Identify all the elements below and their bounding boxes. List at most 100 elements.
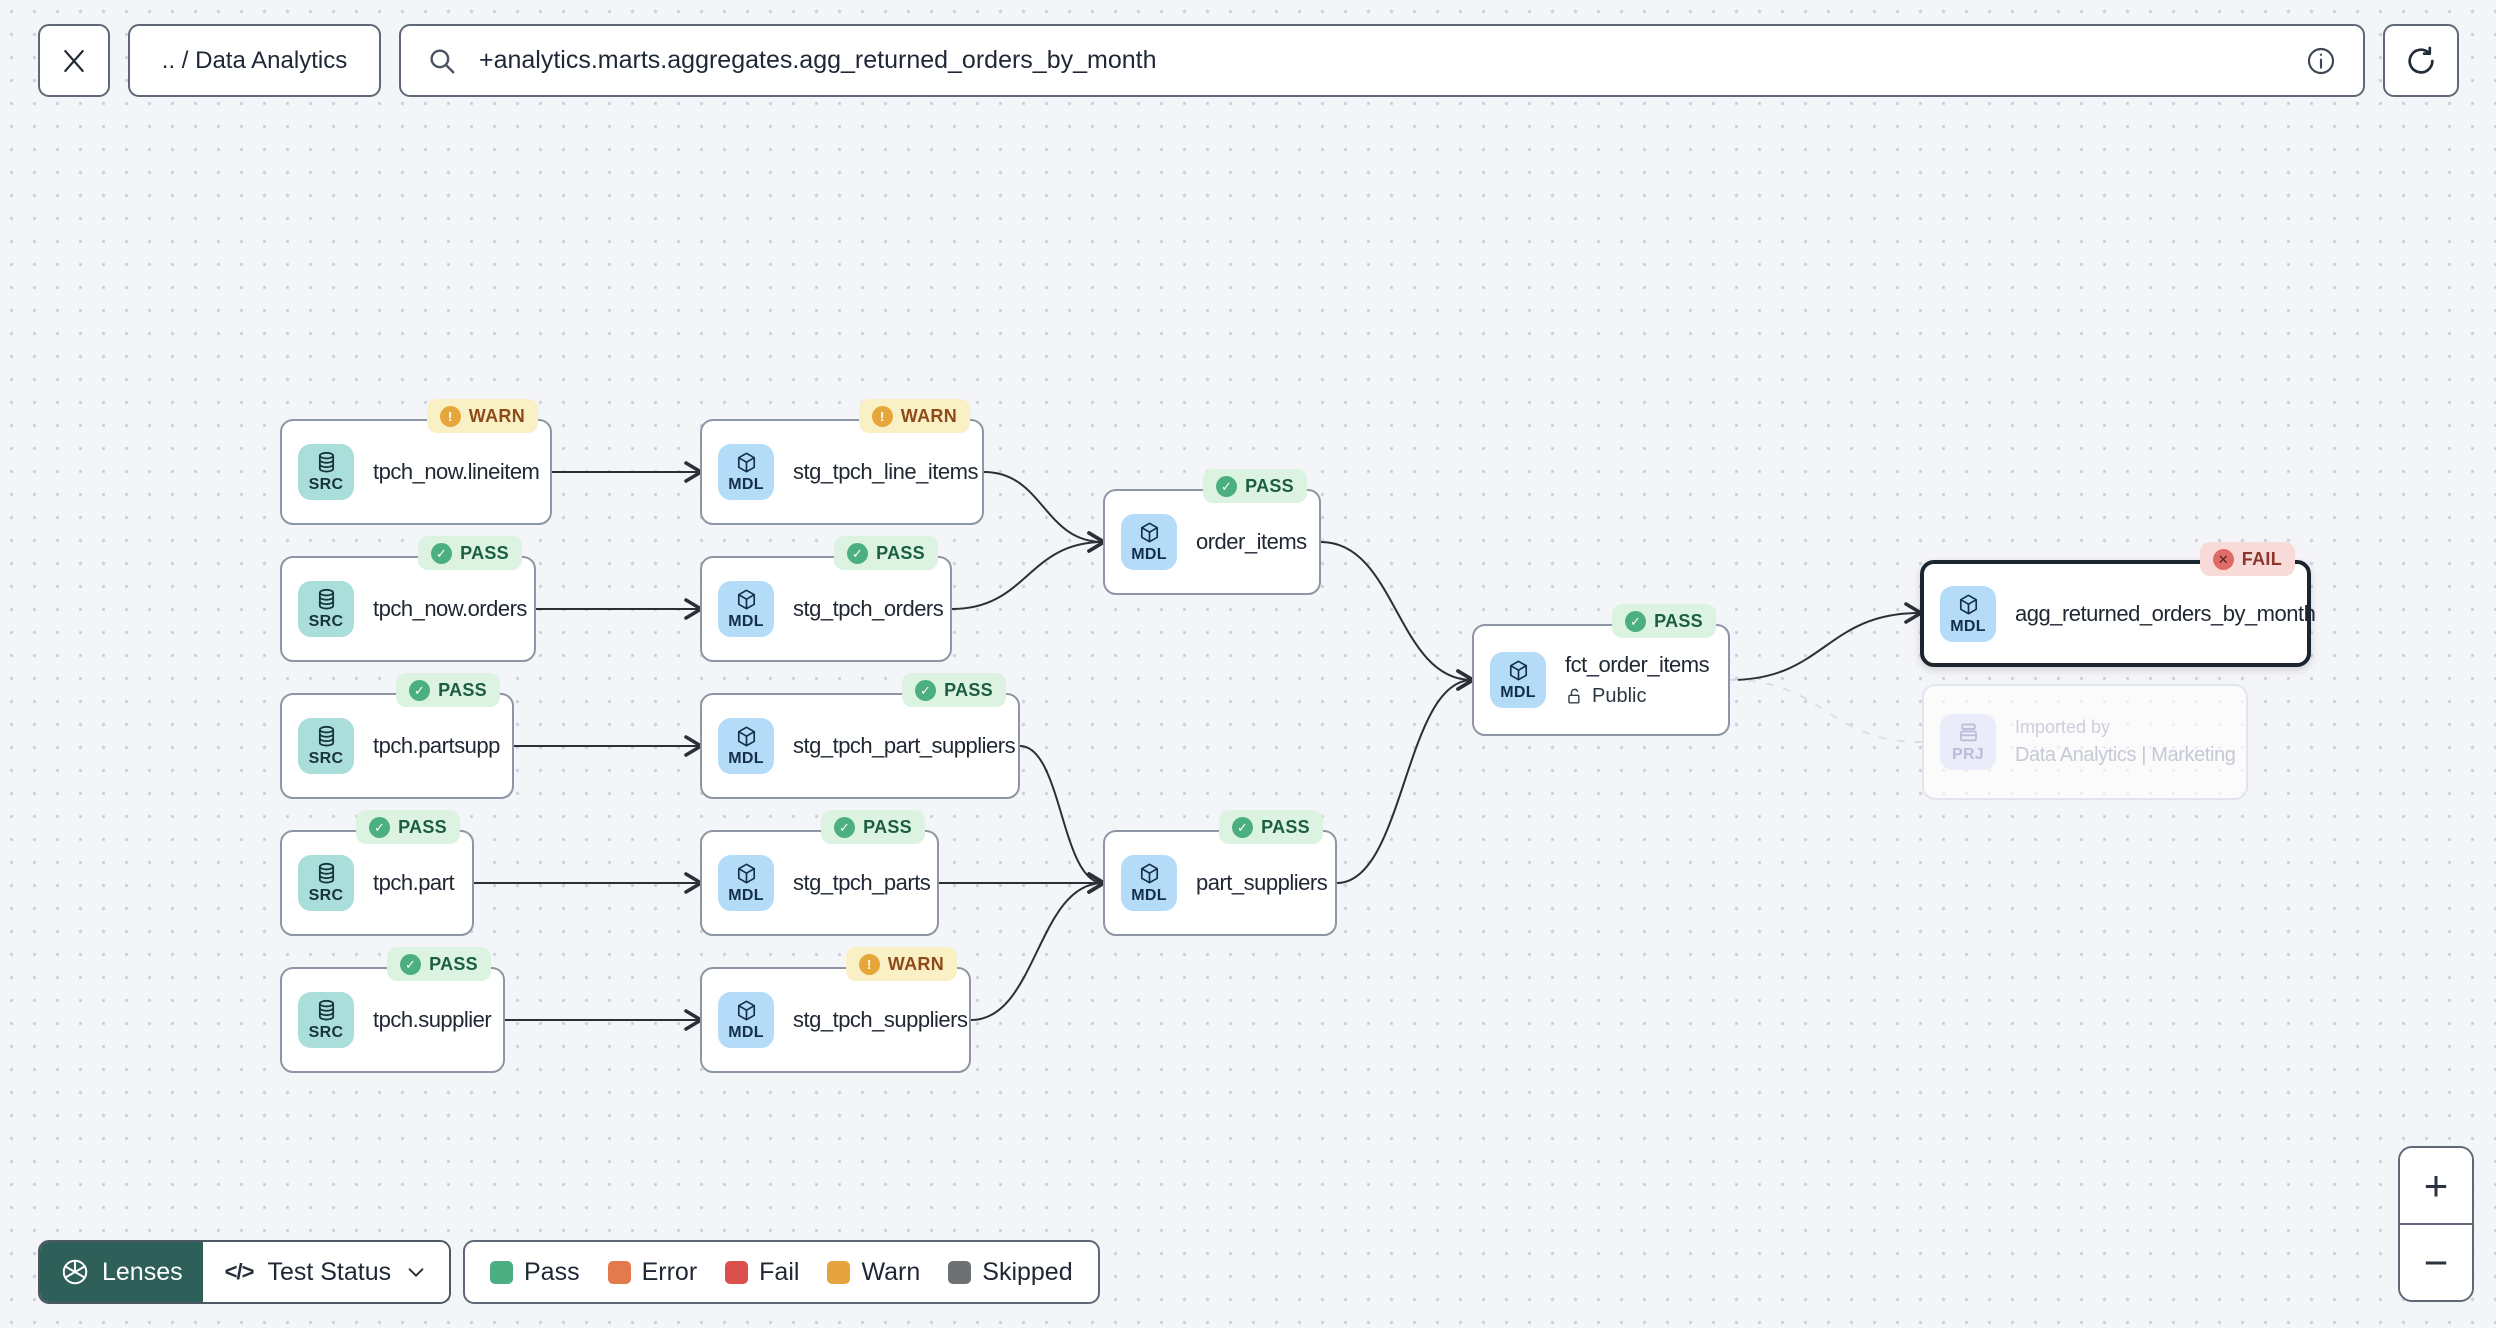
pass-status-icon: ✓ (400, 953, 422, 975)
legend-label: Pass (524, 1257, 580, 1286)
chip-label: SRC (308, 750, 344, 767)
database-icon (314, 724, 339, 749)
chip-label: SRC (308, 1024, 344, 1041)
chip-mdl: MDL (718, 992, 774, 1048)
chip-label: SRC (308, 476, 344, 493)
edge-stg_tpch_suppliers-to-part_suppliers (970, 872, 1106, 1021)
chevron-down-icon (405, 1261, 427, 1283)
status-badge-warn: !WARN (845, 947, 957, 981)
cube-icon (734, 861, 759, 886)
node-label: stg_tpch_orders (793, 596, 944, 621)
zoom-out-button[interactable]: − (2400, 1223, 2472, 1300)
pass-status-icon: ✓ (409, 679, 431, 701)
toolbar: .. / Data Analytics (38, 24, 2459, 97)
imported-by-label: Imported by (2015, 717, 2111, 737)
legend-item-skipped: Skipped (948, 1257, 1073, 1287)
cube-icon (734, 998, 759, 1023)
breadcrumb-label: .. / Data Analytics (161, 46, 348, 74)
warn-status-icon: ! (439, 405, 461, 427)
node-label: tpch.supplier (373, 1007, 492, 1032)
node-label: stg_tpch_suppliers (793, 1007, 968, 1032)
chip-mdl: MDL (1490, 652, 1546, 708)
node-label: tpch_now.orders (373, 596, 527, 621)
status-badge-warn: !WARN (858, 399, 970, 433)
search-box[interactable] (399, 24, 2365, 97)
lock-open-icon (1565, 687, 1584, 706)
legend-item-error: Error (607, 1258, 697, 1287)
status-badge-fail: ✕FAIL (2199, 542, 2295, 576)
status-badge-label: PASS (1654, 610, 1703, 631)
chip-label: PRJ (1951, 746, 1985, 763)
code-icon: </> (224, 1259, 255, 1284)
refresh-button[interactable] (2383, 24, 2459, 97)
zoom-in-button[interactable]: + (2400, 1148, 2472, 1223)
lens-selector-label: Test Status (267, 1257, 392, 1286)
node-stg_tpch_suppliers[interactable]: MDL stg_tpch_suppliers !WARN (700, 947, 971, 1073)
info-icon[interactable] (2305, 45, 2337, 77)
cube-icon (734, 724, 759, 749)
lens-selector[interactable]: </> Test Status (202, 1242, 450, 1302)
node-label: order_items (1196, 529, 1307, 554)
edge-part_suppliers-to-fct_order_items (1336, 669, 1475, 884)
status-badge-label: PASS (944, 679, 993, 700)
project-icon (1956, 720, 1981, 745)
edge-fct_order_items-to-agg_returned_orders_by_month (1729, 602, 1923, 681)
status-badge-pass: ✓ PASS (1612, 604, 1716, 638)
database-icon (314, 587, 339, 612)
status-badge-label: WARN (468, 405, 525, 426)
status-badge-pass: ✓PASS (418, 536, 522, 570)
legend-label: Warn (861, 1257, 921, 1286)
status-badge-pass: ✓ PASS (396, 673, 500, 707)
node-tpch_now_orders[interactable]: SRC tpch_now.orders ✓PASS (280, 536, 536, 662)
legend-swatch-skipped (948, 1260, 972, 1284)
close-button[interactable] (38, 24, 110, 97)
pass-status-icon: ✓ (847, 542, 869, 564)
status-badge-label: WARN (900, 405, 957, 426)
status-badge-label: PASS (1261, 816, 1310, 837)
edge-fct_order_items-to-imported_project (1729, 679, 1923, 743)
node-tpch_supplier[interactable]: SRC tpch.supplier ✓PASS (280, 947, 505, 1073)
chip-label: MDL (728, 1024, 764, 1041)
cube-icon (1506, 658, 1531, 683)
close-icon (59, 46, 89, 76)
search-icon (427, 46, 457, 76)
chip-label: MDL (1500, 684, 1536, 701)
warn-status-icon: ! (858, 953, 880, 975)
search-input[interactable] (477, 45, 2285, 76)
chip-src: SRC (298, 855, 354, 911)
legend-label: Skipped (982, 1257, 1073, 1286)
status-badge-pass: ✓ PASS (902, 673, 1006, 707)
pass-status-icon: ✓ (369, 816, 391, 838)
status-badge-pass: ✓PASS (387, 947, 491, 981)
chip-label: MDL (728, 887, 764, 904)
lenses-button[interactable]: Lenses (40, 1242, 203, 1302)
pass-status-icon: ✓ (915, 679, 937, 701)
chip-mdl: MDL (1121, 514, 1177, 570)
chip-label: SRC (308, 613, 344, 630)
access-label: Public (1592, 685, 1647, 707)
edge-stg_tpch_orders-to-order_items (951, 531, 1106, 610)
pass-status-icon: ✓ (1625, 610, 1647, 632)
lenses-label: Lenses (102, 1257, 183, 1286)
status-badge-label: PASS (438, 679, 487, 700)
cube-icon (1956, 592, 1981, 617)
breadcrumb[interactable]: .. / Data Analytics (128, 24, 381, 97)
chip-src: SRC (298, 992, 354, 1048)
status-badge-pass: ✓PASS (1219, 810, 1323, 844)
legend-label: Fail (759, 1257, 800, 1286)
status-badge-label: PASS (1245, 475, 1294, 496)
